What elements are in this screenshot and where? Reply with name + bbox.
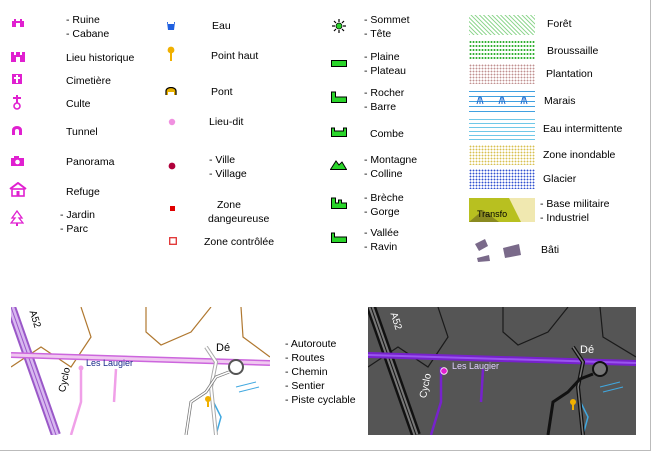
town-label-1: - Ville [209, 154, 236, 166]
refuge-icon [9, 182, 27, 197]
intermittent-water-label: Eau intermittente [543, 123, 623, 135]
historic-site-label: Lieu historique [66, 52, 135, 64]
flood-zone-swatch [469, 145, 535, 165]
panorama-label: Panorama [66, 156, 115, 168]
valley-icon [331, 232, 347, 243]
plantation-label: Plantation [546, 68, 593, 80]
gap-icon [331, 197, 347, 209]
roads-legend-5: - Piste cyclable [285, 394, 356, 406]
map-sample-dark: A52 Les Laugier Dé Cyclo [368, 307, 636, 435]
military-label: - Base militaire [540, 198, 610, 210]
tunnel-label: Tunnel [66, 126, 98, 138]
marsh-swatch [469, 90, 535, 112]
tunnel-icon [11, 126, 23, 136]
high-point-label: Point haut [211, 50, 259, 62]
forest-label: Forêt [547, 18, 572, 30]
cemetery-icon [11, 73, 23, 85]
ruin-icon [11, 16, 25, 28]
danger-zone-icon [170, 206, 175, 211]
glacier-swatch [469, 169, 535, 189]
military-industrial-swatch: Transfo [469, 198, 535, 222]
mountain-label-1: - Montagne [364, 154, 418, 166]
swatch-text: Transfo [477, 209, 508, 219]
marsh-label: Marais [544, 95, 576, 107]
scrub-label: Broussaille [547, 45, 599, 57]
town-label-2: - Village [209, 168, 247, 180]
locality-name: Les Laugier [86, 358, 134, 368]
summit-label-2: - Tête [364, 28, 392, 40]
dark-place-name: Dé [580, 344, 595, 356]
buildings-label: Bâti [541, 244, 560, 256]
mountain-label-2: - Colline [364, 168, 403, 180]
roads-legend-2: - Routes [285, 352, 325, 364]
scrub-swatch [469, 40, 535, 60]
bridge-icon [165, 87, 177, 96]
combe-icon [331, 127, 347, 137]
glacier-label: Glacier [543, 173, 577, 185]
refuge-label: Refuge [66, 186, 100, 198]
panorama-icon [10, 156, 25, 167]
summit-label-1: - Sommet [364, 14, 410, 26]
locality-icon [168, 118, 176, 126]
mountain-icon [330, 159, 347, 170]
locality-label: Lieu-dit [209, 116, 244, 128]
flood-zone-label: Zone inondable [543, 149, 616, 161]
plain-label-2: - Plateau [364, 65, 407, 77]
forest-swatch [469, 15, 535, 35]
danger-zone-label-1: Zone [217, 199, 241, 211]
controlled-zone-icon [169, 237, 177, 245]
garden-label-1: - Jardin [60, 209, 96, 221]
garden-label-2: - Parc [60, 223, 89, 235]
garden-icon [10, 210, 24, 226]
danger-zone-label-2: dangeureuse [208, 213, 270, 225]
intermittent-water-swatch [469, 118, 535, 140]
ruin-label-1: - Ruine [66, 14, 100, 26]
buildings-swatch [473, 236, 523, 262]
cemetery-label: Cimetière [66, 75, 111, 87]
place-name: Dé [216, 342, 231, 354]
town-icon [168, 162, 176, 170]
rock-label-1: - Rocher [364, 87, 405, 99]
worship-label: Culte [66, 98, 91, 110]
plain-icon [331, 60, 347, 67]
controlled-zone-label: Zone contrôlée [204, 236, 275, 248]
plantation-swatch [469, 64, 535, 84]
gap-label-2: - Gorge [364, 206, 400, 218]
gap-label-1: - Brèche [364, 192, 404, 204]
water-icon [166, 21, 176, 31]
industrial-label: - Industriel [540, 212, 590, 224]
roads-legend-1: - Autoroute [285, 338, 337, 350]
rock-label-2: - Barre [364, 101, 397, 113]
roads-legend-3: - Chemin [285, 366, 328, 378]
water-label: Eau [212, 20, 231, 32]
plain-label-1: - Plaine [364, 51, 400, 63]
dark-locality-name: Les Laugier [452, 361, 500, 371]
combe-label: Combe [370, 128, 404, 140]
summit-icon [331, 18, 347, 34]
valley-label-2: - Ravin [364, 241, 398, 253]
historic-site-icon [10, 50, 26, 63]
bridge-label: Pont [211, 86, 233, 98]
roads-legend-4: - Sentier [285, 380, 325, 392]
valley-label-1: - Vallée [364, 227, 399, 239]
worship-icon [11, 95, 23, 110]
rock-icon [331, 91, 347, 103]
map-sample-light: A52 Les Laugier Dé Cyclo [11, 307, 270, 435]
high-point-icon [167, 46, 175, 62]
ruin-label-2: - Cabane [66, 28, 110, 40]
